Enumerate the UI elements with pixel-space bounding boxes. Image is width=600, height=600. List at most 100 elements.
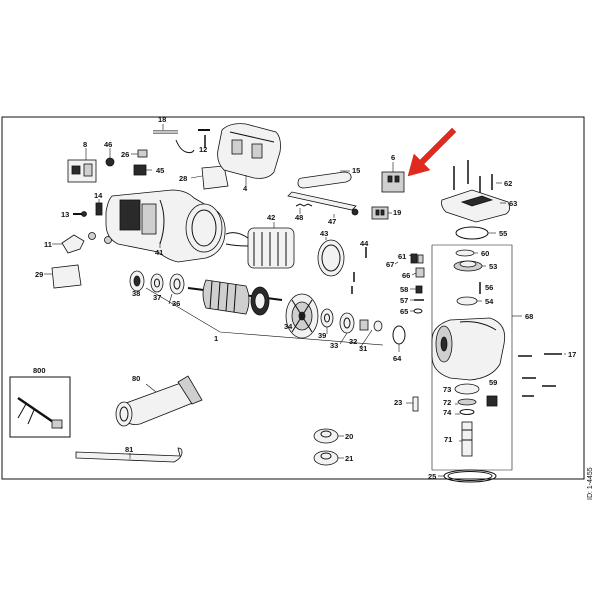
part-12-screw [198,129,210,148]
label-67: 67 [386,260,394,269]
part-61-pinion [410,253,424,264]
label-34: 34 [284,322,293,331]
label-800: 800 [33,366,46,375]
label-56: 56 [485,283,493,292]
label-64: 64 [393,354,402,363]
side-code: ID: 1-4455 [587,467,594,500]
label-21: 21 [345,454,353,463]
label-13: 13 [61,210,69,219]
label-17: 17 [568,350,576,359]
label-1: 1 [214,334,218,343]
part-72-ring [457,398,477,406]
label-23: 23 [394,398,402,407]
part-55-oring [455,226,496,240]
diagram-frame [1,116,585,480]
part-13-screw [73,211,87,217]
part-37-washer [150,273,164,293]
part-28-label [190,165,229,190]
label-61: 61 [398,252,406,261]
part-17-screws [518,353,562,397]
part-19-switch-module [371,206,392,220]
part-41-motor-housing [105,189,226,263]
label-33: 33 [330,341,338,350]
part-6-switch [381,162,405,193]
part-15-tube [297,170,352,189]
label-37: 37 [153,293,161,302]
label-11: 11 [44,240,52,249]
label-43: 43 [320,229,328,238]
part-1-armature [145,279,384,346]
part-81-band [75,447,183,463]
part-34-fan [285,293,319,339]
label-32: 32 [349,337,357,346]
label-60: 60 [481,249,489,258]
part-48-spring [295,203,313,214]
part-54-bearing [456,296,482,306]
part-36-bearing [169,273,185,295]
part-20-flange [313,428,344,444]
label-53: 53 [489,262,497,271]
part-44-screws [351,247,367,294]
part-31-nut [373,320,383,332]
label-4: 4 [243,184,248,193]
part-45-lock-button [133,164,152,176]
part-63-cover [441,189,510,223]
label-72: 72 [443,398,451,407]
part-11-washer-2 [104,236,112,244]
part-4-housing [217,123,281,186]
label-39: 39 [318,331,326,340]
part-42-field [225,222,295,269]
label-46: 46 [104,140,112,149]
label-42: 42 [267,213,275,222]
label-19: 19 [393,208,401,217]
part-18-rod [153,124,178,134]
part-21-nut [313,450,344,466]
part-80-side-handle [115,375,203,427]
part-gear-case [431,317,506,381]
part-66-bearing [415,267,425,278]
label-54: 54 [485,297,494,306]
label-15: 15 [352,166,360,175]
label-8: 8 [83,140,87,149]
label-68: 68 [525,312,533,321]
part-25-guard-ring [443,469,497,483]
part-74-seal [459,409,475,415]
label-58: 58 [400,285,408,294]
label-12: 12 [199,145,207,154]
label-63: 63 [509,199,517,208]
part-38-bearing [129,270,145,292]
part-73-bearing [454,383,480,395]
part-8-switch-plate [67,148,97,183]
label-29: 29 [35,270,43,279]
label-28: 28 [179,174,187,183]
part-33-bearing [339,312,355,334]
part-11-terminal [52,234,85,254]
label-26: 26 [121,150,129,159]
part-43-ring [317,237,345,277]
part-53-bevel-gear [453,260,486,272]
label-18: 18 [158,115,166,124]
label-65: 65 [400,307,408,316]
label-6: 6 [391,153,395,162]
label-59: 59 [489,378,497,387]
label-57: 57 [400,296,408,305]
label-71: 71 [444,435,452,444]
label-73: 73 [443,385,451,394]
part-26-spring [131,149,148,158]
label-14: 14 [94,191,103,200]
label-48: 48 [295,213,303,222]
part-18-spring-wire [175,139,195,154]
label-55: 55 [499,229,507,238]
label-74: 74 [443,408,452,417]
label-31: 31 [359,344,367,353]
part-65-washer [413,308,423,314]
part-59-lock [486,395,498,407]
label-80: 80 [132,374,140,383]
part-29-label [44,264,82,289]
part-39-washer [320,308,334,328]
part-14-brush [95,199,103,216]
part-46-nut [105,148,115,167]
label-20: 20 [345,432,353,441]
part-23-pin [406,396,419,412]
